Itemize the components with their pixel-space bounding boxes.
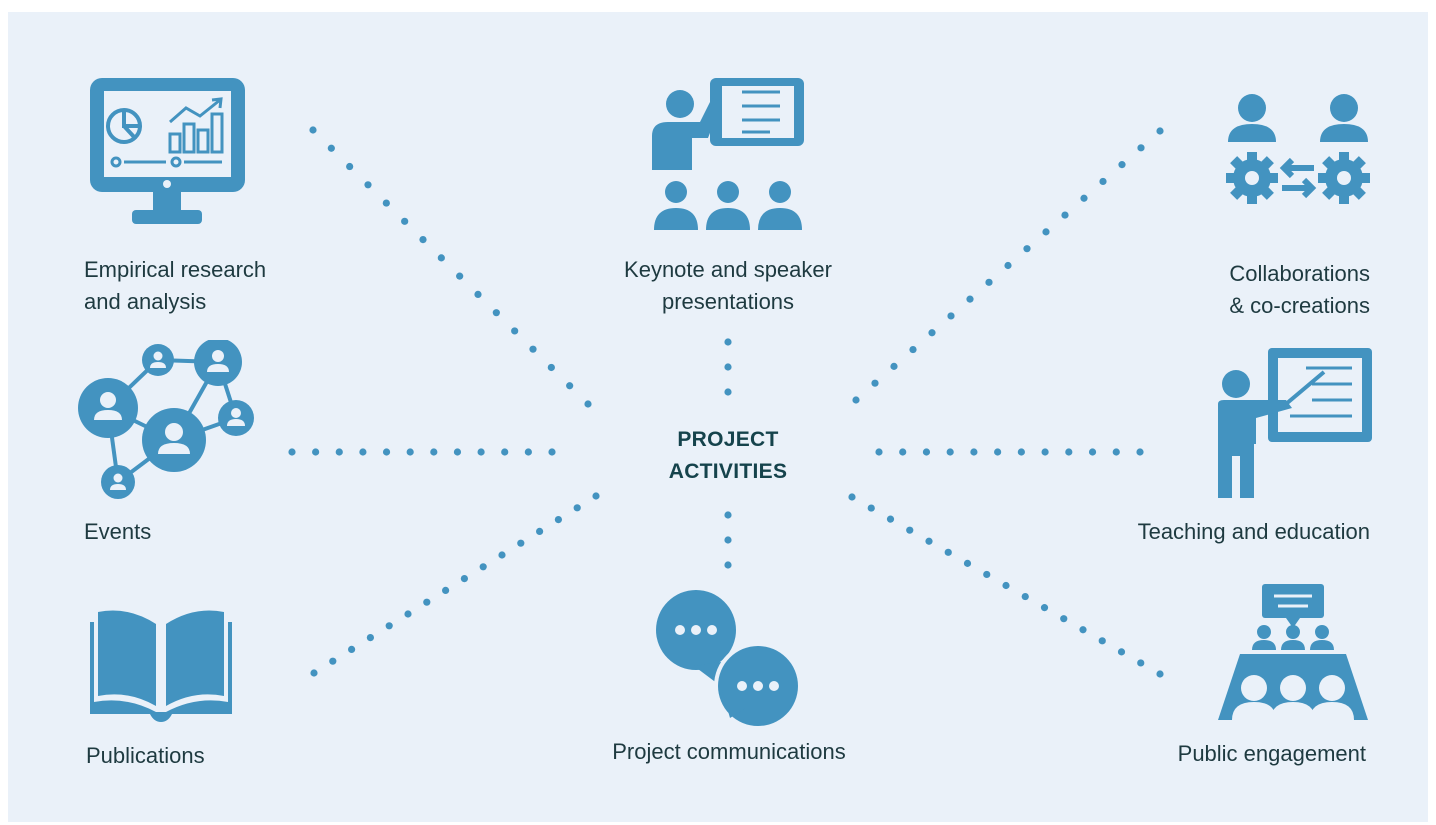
label-empirical-research: Empirical research and analysis	[84, 257, 267, 314]
label-public-engagement: Public engagement	[1177, 741, 1366, 766]
connector-teaching	[875, 448, 1144, 456]
connector-communications	[724, 511, 732, 569]
connector-engagement	[848, 493, 1164, 678]
label-keynote: Keynote and speaker presentations	[624, 257, 832, 314]
label-teaching: Teaching and education	[1137, 519, 1370, 544]
connector-research	[309, 126, 592, 408]
chat-bubbles-icon	[656, 590, 802, 728]
label-collaborations: Collaborations & co-creations	[1229, 261, 1370, 318]
center-title-line2: ACTIVITIES	[668, 460, 788, 483]
connector-collab	[852, 127, 1164, 404]
label-project-communications: Project communications	[612, 739, 846, 764]
teacher-board-icon	[1218, 348, 1372, 498]
connector-publications	[310, 492, 600, 677]
monitor-chart-icon	[90, 78, 245, 224]
label-publications: Publications	[86, 743, 205, 768]
center-title: PROJECT ACTIVITIES	[658, 424, 798, 488]
connector-keynote	[724, 338, 732, 396]
connector-events	[288, 448, 556, 456]
label-events: Events	[84, 519, 152, 544]
open-book-icon	[90, 610, 232, 722]
center-title-line1: PROJECT	[677, 428, 779, 451]
people-network-icon	[78, 340, 254, 499]
presenter-audience-icon	[652, 78, 804, 230]
people-gears-exchange-icon	[1226, 94, 1370, 204]
audience-table-icon	[1218, 584, 1368, 720]
